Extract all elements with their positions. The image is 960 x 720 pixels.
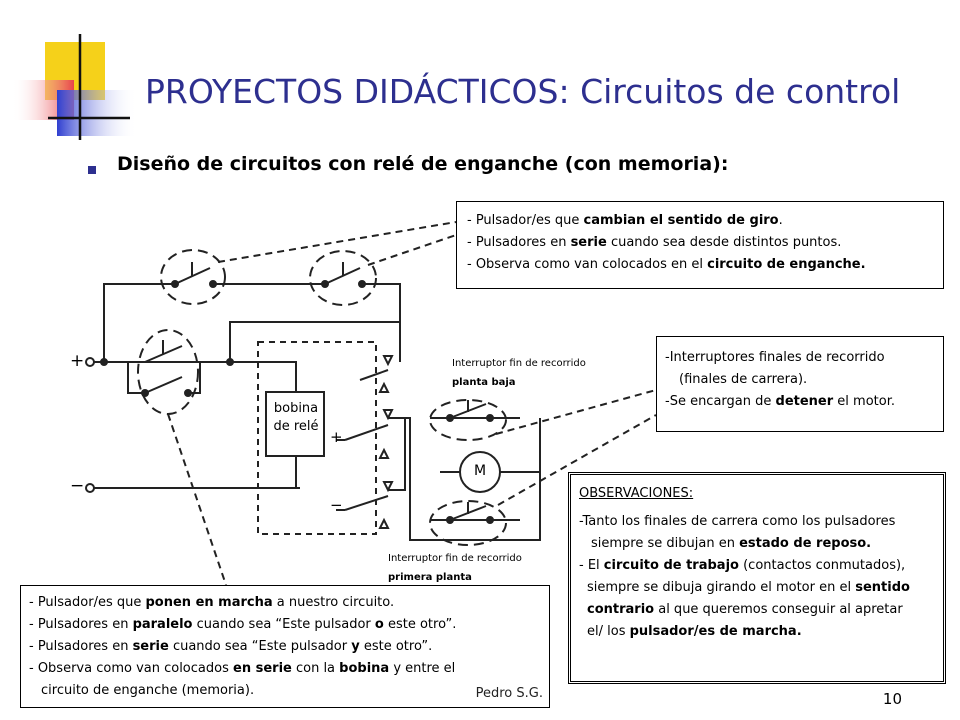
- motor-symbol: [459, 451, 501, 493]
- callout-limit-line1: -Interruptores finales de recorrido: [665, 350, 885, 365]
- callout-start-line4: - Observa como van colocados en serie co…: [29, 661, 456, 676]
- plus-label-left: +: [70, 351, 85, 371]
- label-fin-primera-1: Interruptor fin de recorrido: [388, 553, 522, 564]
- top-right-pushbutton: [309, 250, 377, 306]
- callout-start-line5: circuito de enganche (memoria).: [41, 683, 255, 698]
- coil-label: bobina de relé: [268, 400, 324, 436]
- wire-to-coil: [230, 361, 297, 392]
- observaciones-line1: -Tanto los finales de carrera como los p…: [579, 514, 896, 529]
- callout-direction-line1: - Pulsador/es que cambian el sentido de …: [467, 213, 783, 228]
- wire-holding: [229, 321, 401, 362]
- callout-direction-line3: - Observa como van colocados en el circu…: [467, 257, 866, 272]
- callout-limit-line3: -Se encargan de detener el motor.: [665, 394, 895, 409]
- observaciones-heading: OBSERVACIONES:: [579, 486, 694, 501]
- relay-dashed-box: [257, 341, 377, 535]
- callout-line-right-1: [495, 389, 657, 435]
- limit-switch-primera-planta: [429, 500, 507, 546]
- callout-start-line2: - Pulsadores en paralelo cuando sea “Est…: [29, 617, 457, 632]
- coil-label-line1: bobina: [273, 401, 319, 416]
- label-fin-baja-2: planta baja: [452, 377, 516, 388]
- page-title: PROYECTOS DIDÁCTICOS: Circuitos de contr…: [145, 72, 901, 111]
- observaciones-line6: el/ los pulsador/es de marcha.: [587, 624, 802, 639]
- wire-left-top: [103, 283, 175, 362]
- bullet-marker: [88, 166, 96, 174]
- callout-direction-line2: - Pulsadores en serie cuando sea desde d…: [467, 235, 842, 250]
- callout-line-right-2: [497, 414, 657, 506]
- label-fin-baja-1: Interruptor fin de recorrido: [452, 358, 586, 369]
- callout-start-line3: - Pulsadores en serie cuando sea “Este p…: [29, 639, 433, 654]
- observaciones-box: OBSERVACIONES: -Tanto los finales de car…: [568, 472, 946, 684]
- callout-limit-line2: (finales de carrera).: [679, 372, 808, 387]
- subtitle: Diseño de circuitos con relé de enganche…: [117, 153, 729, 175]
- observaciones-line2: siempre se dibujan en estado de reposo.: [591, 536, 872, 551]
- observaciones-line5: contrario al que queremos conseguir al a…: [587, 602, 903, 617]
- limit-switch-planta-baja: [429, 399, 507, 441]
- page-number: 10: [882, 690, 902, 708]
- observaciones-line4: siempre se dibuja girando el motor en el…: [587, 580, 910, 595]
- callout-line-bottom: [167, 413, 227, 586]
- minus-label-right: −: [330, 496, 343, 514]
- coil-label-line2: de relé: [273, 419, 319, 434]
- observaciones-line3: - El circuito de trabajo (contactos conm…: [579, 558, 906, 573]
- callout-line-top-1: [217, 221, 457, 263]
- callout-line-top-2: [367, 234, 457, 266]
- callout-start-line1: - Pulsador/es que ponen en marcha a nues…: [29, 595, 395, 610]
- plus-label-right: +: [330, 428, 343, 446]
- callout-box-start: - Pulsador/es que ponen en marcha a nues…: [20, 585, 550, 708]
- logo-blue-block: [57, 90, 137, 136]
- minus-label-left: −: [70, 476, 85, 496]
- relay-changeover-contacts: [344, 355, 394, 529]
- relay-coil-box: [265, 391, 325, 457]
- start-pushbuttons: [127, 329, 201, 415]
- callout-box-direction: - Pulsador/es que cambian el sentido de …: [456, 201, 944, 289]
- label-fin-primera-2: primera planta: [388, 572, 472, 583]
- callout-box-limit-switches: -Interruptores finales de recorrido (fin…: [656, 336, 944, 432]
- author-name: Pedro S.G.: [475, 686, 543, 701]
- terminal-plus: [85, 357, 95, 367]
- top-left-pushbutton: [160, 249, 226, 305]
- motor-label: M: [474, 463, 487, 479]
- terminal-minus: [85, 483, 95, 493]
